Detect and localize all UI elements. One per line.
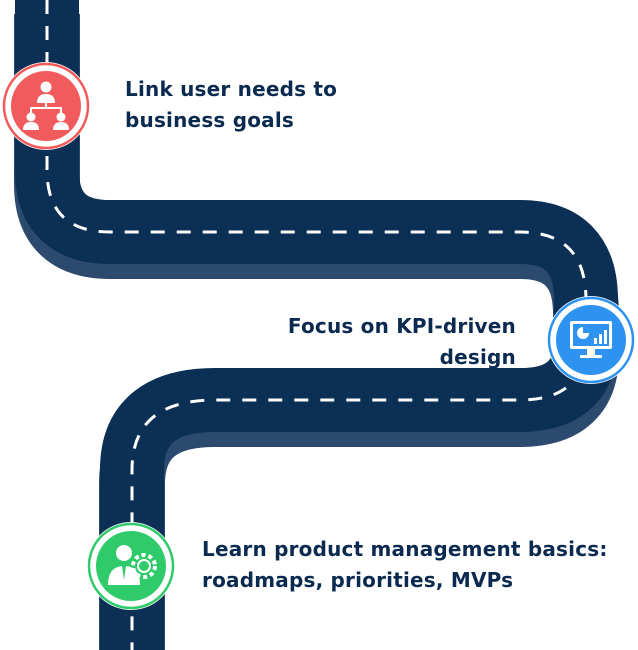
milestone-2-badge: [547, 296, 635, 384]
milestone-3-badge: [87, 522, 175, 610]
milestone-1-badge: [2, 62, 90, 150]
milestone-1-line-1: Link user needs to: [125, 77, 338, 101]
milestone-2-label: Focus on KPI-driven design: [252, 311, 516, 373]
milestone-3-line-1: Learn product management basics:: [202, 537, 608, 561]
milestone-1-line-2: business goals: [125, 108, 295, 132]
milestone-1-label: Link user needs to business goals: [125, 74, 337, 136]
manager-gear-icon: [108, 545, 157, 585]
lane-marking: [45, 0, 588, 650]
team-hierarchy-icon: [23, 81, 69, 130]
milestone-3-line-2: roadmaps, priorities, MVPs: [202, 568, 514, 592]
monitor-analytics-icon: [570, 321, 612, 358]
milestone-2-line-2: design: [439, 345, 516, 369]
milestone-2-line-1: Focus on KPI-driven: [287, 314, 516, 338]
milestone-3-label: Learn product management basics: roadmap…: [202, 534, 608, 596]
